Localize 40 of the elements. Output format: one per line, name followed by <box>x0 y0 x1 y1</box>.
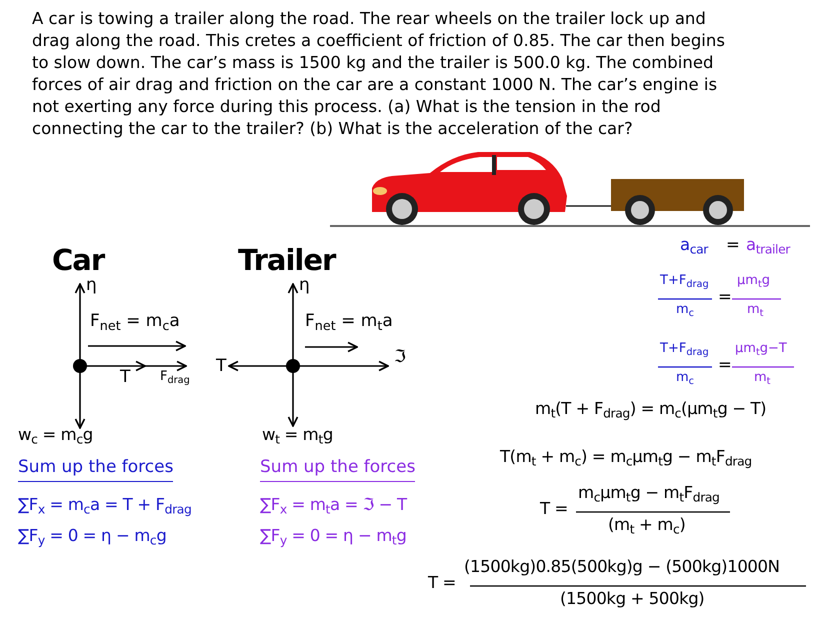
fraction-denominator: m$_{t}$ <box>747 303 764 318</box>
fraction-denominator: (1500kg + 500kg) <box>560 590 704 609</box>
equals-sign: = <box>718 356 732 375</box>
fraction-denominator: (m$_{t}$ + m$_{c}$) <box>608 516 686 535</box>
equation: ∑F$_{y}$ = 0 = η − m$_{t}$g <box>260 527 406 546</box>
force-label: T <box>216 357 226 377</box>
equation: T(m$_{t}$ + m$_{c}$) = m$_{c}$μm$_{t}$g − m$_{t}$F$_{drag}$ <box>500 448 752 467</box>
equation: ∑F$_{y}$ = 0 = η − m$_{c}$g <box>18 527 166 546</box>
force-label: ℑ <box>394 348 406 368</box>
force-label: F$_{net}$ = m$_{c}$a <box>90 312 180 332</box>
equation: ∑F$_{x}$ = m$_{c}$a = T + F$_{drag}$ <box>18 496 192 515</box>
force-label: η <box>299 276 310 296</box>
equation: w$_{t}$ = m$_{t}$g <box>262 426 333 445</box>
fraction-numerator: μm$_{t}$g <box>737 274 770 289</box>
equation: m$_{t}$(T + F$_{drag}$) = m$_{c}$(μm$_{t}$g − T) <box>535 400 766 419</box>
heading: Car <box>52 244 104 278</box>
fraction-denominator: m$_{c}$ <box>676 303 694 318</box>
heading: Trailer <box>238 244 336 278</box>
fraction-numerator: T+F$_{drag}$ <box>660 274 709 289</box>
force-label: T <box>120 368 130 388</box>
section-heading: Sum up the forces <box>260 458 416 482</box>
equation: a$_{trailer}$ <box>746 236 790 255</box>
equation: ∑F$_{x}$ = m$_{t}$a = ℑ − T <box>260 496 407 515</box>
section-heading: Sum up the forces <box>18 458 174 482</box>
equation: a$_{car}$ <box>680 236 708 255</box>
force-label: F$_{net}$ = m$_{t}$a <box>305 312 393 332</box>
fraction-numerator: T+F$_{drag}$ <box>660 342 709 357</box>
equals-sign: T = <box>540 500 568 519</box>
fraction-denominator: m$_{c}$ <box>676 371 694 386</box>
fraction-denominator: m$_{t}$ <box>754 371 770 386</box>
fraction-numerator: m$_{c}$μm$_{t}$g − m$_{t}$F$_{drag}$ <box>578 484 720 503</box>
equals-sign: = <box>726 236 740 255</box>
force-label: F$_{drag}$ <box>160 370 190 385</box>
equation: w$_{c}$ = m$_{c}$g <box>18 426 93 445</box>
fraction-numerator: μm$_{t}$g−T <box>735 342 787 357</box>
equals-sign: T = <box>428 574 456 593</box>
fraction-numerator: (1500kg)0.85(500kg)g − (500kg)1000N <box>464 558 780 577</box>
equals-sign: = <box>718 288 732 307</box>
force-label: η <box>86 276 97 296</box>
problem-text: A car is towing a trailer along the road. The rear wheels on the trailer lock up and drag along the road. This cretes a coefficient of friction of 0.85. The car then begins to slow down. The car’s mass is 1500 kg and the trailer is 500.0 kg. The combined forces of air drag and friction on the car are a constant 1000 N. The car’s engine is not exerting any force during this process. (a) What is the tension in the rod connecting the car to the trailer? (b) What is the acceleration of the car? <box>32 8 726 140</box>
